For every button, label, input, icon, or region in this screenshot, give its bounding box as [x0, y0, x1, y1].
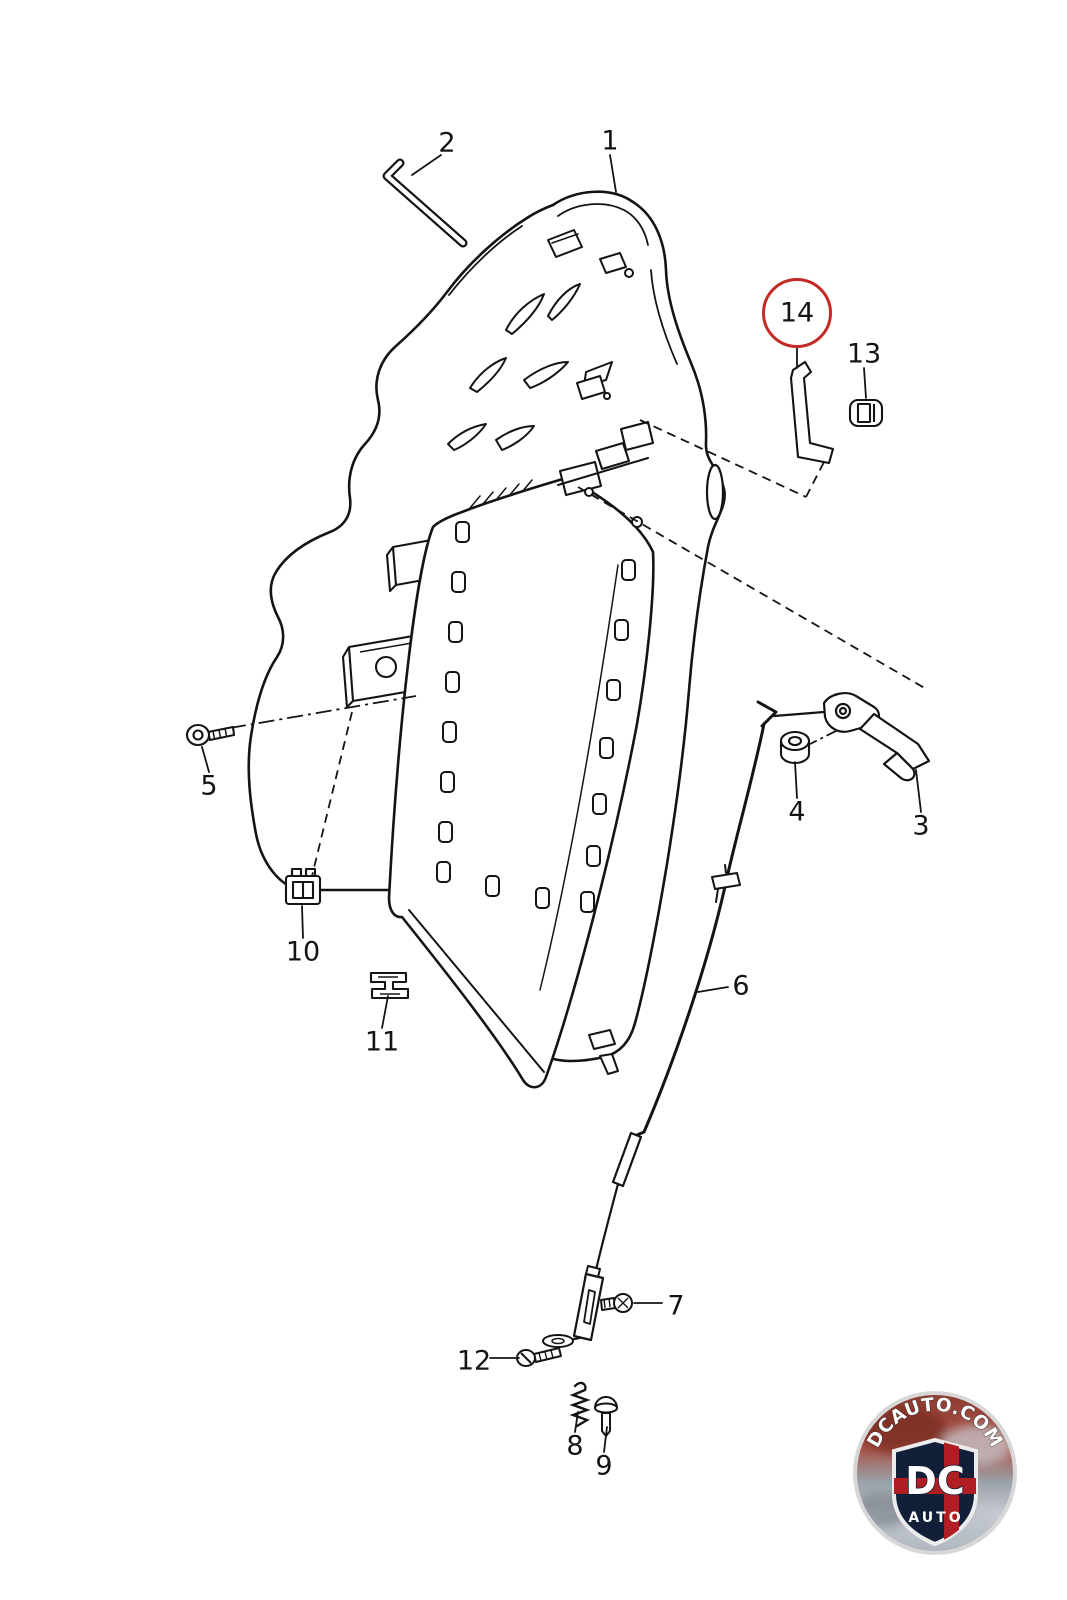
- callout-5: 5: [200, 770, 218, 802]
- dc-auto-logo: DCAUTO.COM DC AUTO: [852, 1390, 1018, 1556]
- pin-part-9: [594, 1396, 618, 1437]
- lever-part-3: [772, 692, 931, 782]
- callout-2: 2: [438, 127, 456, 159]
- cable-part-6: [542, 700, 778, 1348]
- logo-ring: [853, 1391, 1017, 1555]
- logo-shield-cross: [894, 1440, 976, 1544]
- logo-initials-text: DC: [905, 1459, 964, 1503]
- screw-part-12: [516, 1347, 562, 1367]
- callout-3: 3: [912, 810, 930, 842]
- nut-part-4: [779, 730, 811, 765]
- clamp-part-13: [848, 398, 884, 428]
- callout-13: 13: [846, 338, 882, 370]
- clip-part-11: [369, 971, 410, 1000]
- callout-10: 10: [285, 936, 321, 968]
- logo-word-text: AUTO: [908, 1510, 963, 1526]
- callout-leader-lines: [201, 154, 922, 1453]
- highlight-circle-14: [762, 278, 832, 348]
- screw-part-5: [185, 723, 236, 747]
- callout-8: 8: [566, 1430, 584, 1462]
- callout-9: 9: [595, 1450, 613, 1482]
- bracket-part-14: [789, 360, 835, 465]
- callout-1: 1: [601, 125, 619, 157]
- assembly-dashed-lines: [229, 419, 929, 877]
- callout-12: 12: [456, 1345, 492, 1377]
- bolt-part-7: [600, 1293, 633, 1313]
- spring-part-8: [569, 1381, 591, 1428]
- clip-part-10: [284, 867, 322, 906]
- callout-11: 11: [364, 1026, 400, 1058]
- shell-vent-cutouts: [447, 283, 613, 451]
- callout-6: 6: [732, 970, 750, 1002]
- rod-part-2: [382, 158, 468, 248]
- callout-7: 7: [667, 1290, 685, 1322]
- panel-mounting-holes: [436, 521, 636, 913]
- callout-4: 4: [788, 796, 806, 828]
